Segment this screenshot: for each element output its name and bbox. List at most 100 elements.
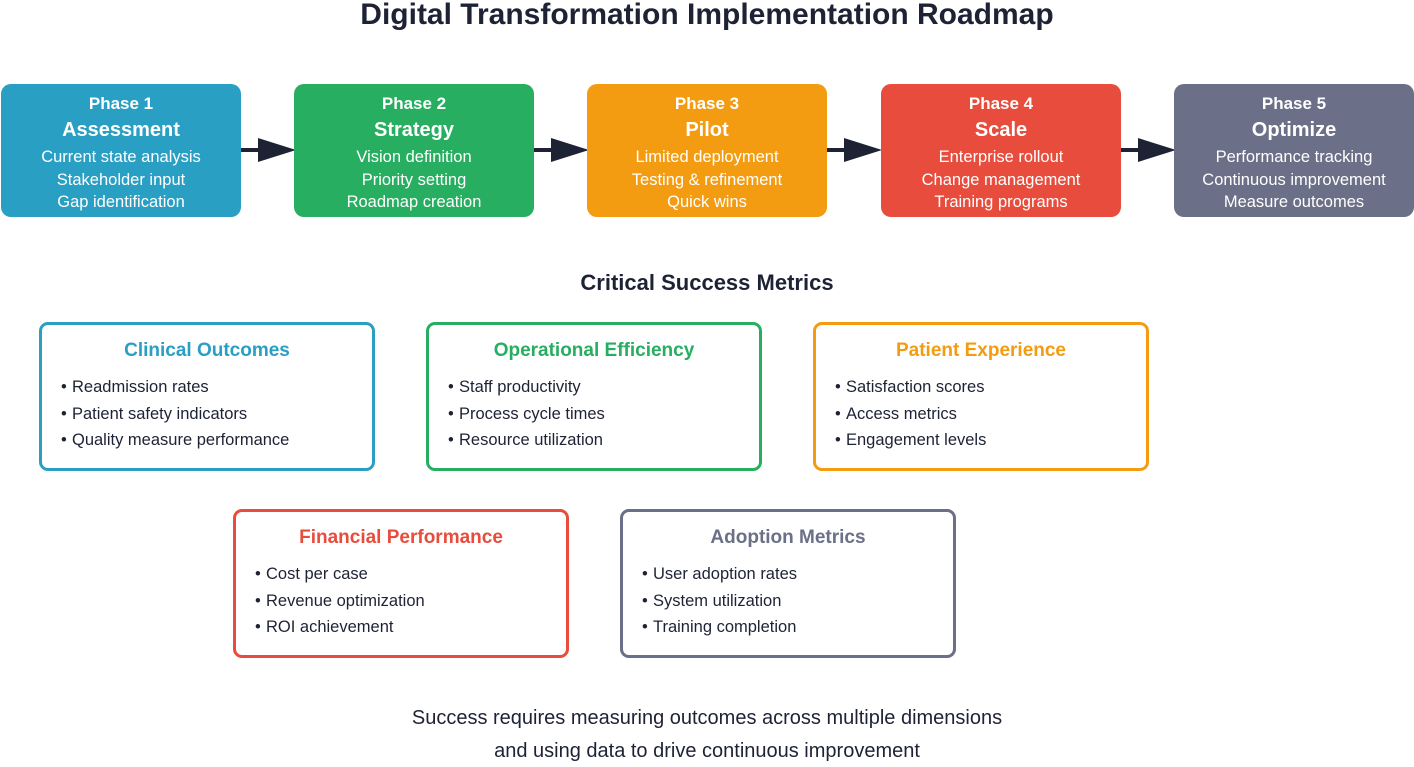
phase-name: Pilot xyxy=(587,118,827,142)
metric-item-label: Resource utilization xyxy=(459,431,603,449)
bullet-icon: • xyxy=(61,374,72,401)
phase-item: Testing & refinement xyxy=(587,169,827,192)
phase-name: Scale xyxy=(881,118,1121,142)
bullet-icon: • xyxy=(835,374,846,401)
metric-item: •Patient safety indicators xyxy=(61,401,289,428)
metric-item: •Quality measure performance xyxy=(61,427,289,454)
bullet-icon: • xyxy=(835,401,846,428)
metric-items: •User adoption rates •System utilization… xyxy=(642,561,797,641)
phase-item: Vision definition xyxy=(294,146,534,169)
metric-item-label: Revenue optimization xyxy=(266,592,425,610)
bullet-icon: • xyxy=(642,588,653,615)
metric-items: •Cost per case •Revenue optimization •RO… xyxy=(255,561,425,641)
metric-items: •Readmission rates •Patient safety indic… xyxy=(61,374,289,454)
arrow-head xyxy=(844,138,882,162)
metric-item-label: Access metrics xyxy=(846,405,957,423)
phase-item: Stakeholder input xyxy=(1,169,241,192)
metric-item-label: Staff productivity xyxy=(459,378,581,396)
metric-item: •Satisfaction scores xyxy=(835,374,986,401)
phase-2-card: Phase 2 Strategy Vision definition Prior… xyxy=(294,84,534,217)
metric-title: Clinical Outcomes xyxy=(42,340,372,362)
phase-items: Limited deployment Testing & refinement … xyxy=(587,146,827,214)
phase-name: Strategy xyxy=(294,118,534,142)
bullet-icon: • xyxy=(255,614,266,641)
arrow-2-to-3 xyxy=(533,138,589,162)
footer-line-2: and using data to drive continuous impro… xyxy=(0,735,1414,767)
phase-items: Current state analysis Stakeholder input… xyxy=(1,146,241,214)
phase-number: Phase 3 xyxy=(587,94,827,114)
bullet-icon: • xyxy=(448,374,459,401)
arrow-head xyxy=(551,138,589,162)
bullet-icon: • xyxy=(835,427,846,454)
footer-line-1: Success requires measuring outcomes acro… xyxy=(0,702,1414,735)
metric-item-label: Quality measure performance xyxy=(72,431,289,449)
phase-item: Gap identification xyxy=(1,191,241,214)
bullet-icon: • xyxy=(642,614,653,641)
phase-4-card: Phase 4 Scale Enterprise rollout Change … xyxy=(881,84,1121,217)
phase-item: Limited deployment xyxy=(587,146,827,169)
metric-item-label: Patient safety indicators xyxy=(72,405,247,423)
metric-item: •System utilization xyxy=(642,588,797,615)
metric-item-label: Cost per case xyxy=(266,565,368,583)
metric-item-label: Readmission rates xyxy=(72,378,209,396)
metric-items: •Satisfaction scores •Access metrics •En… xyxy=(835,374,986,454)
phase-3-card: Phase 3 Pilot Limited deployment Testing… xyxy=(587,84,827,217)
metric-item-label: Satisfaction scores xyxy=(846,378,984,396)
phase-items: Vision definition Priority setting Roadm… xyxy=(294,146,534,214)
phase-item: Enterprise rollout xyxy=(881,146,1121,169)
bullet-icon: • xyxy=(448,401,459,428)
bullet-icon: • xyxy=(448,427,459,454)
arrow-4-to-5 xyxy=(1120,138,1176,162)
metric-item-label: ROI achievement xyxy=(266,618,393,636)
metric-card-patient-experience: Patient Experience •Satisfaction scores … xyxy=(813,322,1149,471)
bullet-icon: • xyxy=(255,561,266,588)
phase-name: Assessment xyxy=(1,118,241,142)
bullet-icon: • xyxy=(61,401,72,428)
metrics-heading: Critical Success Metrics xyxy=(0,270,1414,296)
phase-name: Optimize xyxy=(1174,118,1414,142)
metric-item: •Resource utilization xyxy=(448,427,605,454)
phase-item: Training programs xyxy=(881,191,1121,214)
phase-number: Phase 2 xyxy=(294,94,534,114)
metric-item: •Readmission rates xyxy=(61,374,289,401)
arrow-1-to-2 xyxy=(240,138,296,162)
metric-card-operational-efficiency: Operational Efficiency •Staff productivi… xyxy=(426,322,762,471)
phase-5-card: Phase 5 Optimize Performance tracking Co… xyxy=(1174,84,1414,217)
metric-item-label: System utilization xyxy=(653,592,781,610)
metric-item: •Engagement levels xyxy=(835,427,986,454)
phase-item: Performance tracking xyxy=(1174,146,1414,169)
phase-item: Continuous improvement xyxy=(1174,169,1414,192)
phase-number: Phase 1 xyxy=(1,94,241,114)
metric-card-adoption-metrics: Adoption Metrics •User adoption rates •S… xyxy=(620,509,956,658)
metric-item: •Training completion xyxy=(642,614,797,641)
phase-item: Measure outcomes xyxy=(1174,191,1414,214)
metric-item: •Access metrics xyxy=(835,401,986,428)
metric-item: •Cost per case xyxy=(255,561,425,588)
metric-item-label: User adoption rates xyxy=(653,565,797,583)
arrow-head xyxy=(1138,138,1176,162)
phase-number: Phase 4 xyxy=(881,94,1121,114)
metric-item: •Revenue optimization xyxy=(255,588,425,615)
metric-item-label: Engagement levels xyxy=(846,431,986,449)
bullet-icon: • xyxy=(642,561,653,588)
phase-items: Enterprise rollout Change management Tra… xyxy=(881,146,1121,214)
metric-title: Financial Performance xyxy=(236,527,566,549)
metric-item: •Staff productivity xyxy=(448,374,605,401)
bullet-icon: • xyxy=(61,427,72,454)
metric-item: •ROI achievement xyxy=(255,614,425,641)
metric-title: Patient Experience xyxy=(816,340,1146,362)
phase-item: Change management xyxy=(881,169,1121,192)
phase-item: Current state analysis xyxy=(1,146,241,169)
phase-item: Roadmap creation xyxy=(294,191,534,214)
metric-item-label: Process cycle times xyxy=(459,405,605,423)
metric-item: •User adoption rates xyxy=(642,561,797,588)
phase-item: Priority setting xyxy=(294,169,534,192)
phase-item: Quick wins xyxy=(587,191,827,214)
metric-title: Adoption Metrics xyxy=(623,527,953,549)
phase-items: Performance tracking Continuous improvem… xyxy=(1174,146,1414,214)
arrow-3-to-4 xyxy=(826,138,882,162)
metric-card-financial-performance: Financial Performance •Cost per case •Re… xyxy=(233,509,569,658)
arrow-head xyxy=(258,138,296,162)
metric-card-clinical-outcomes: Clinical Outcomes •Readmission rates •Pa… xyxy=(39,322,375,471)
footer-note: Success requires measuring outcomes acro… xyxy=(0,702,1414,767)
